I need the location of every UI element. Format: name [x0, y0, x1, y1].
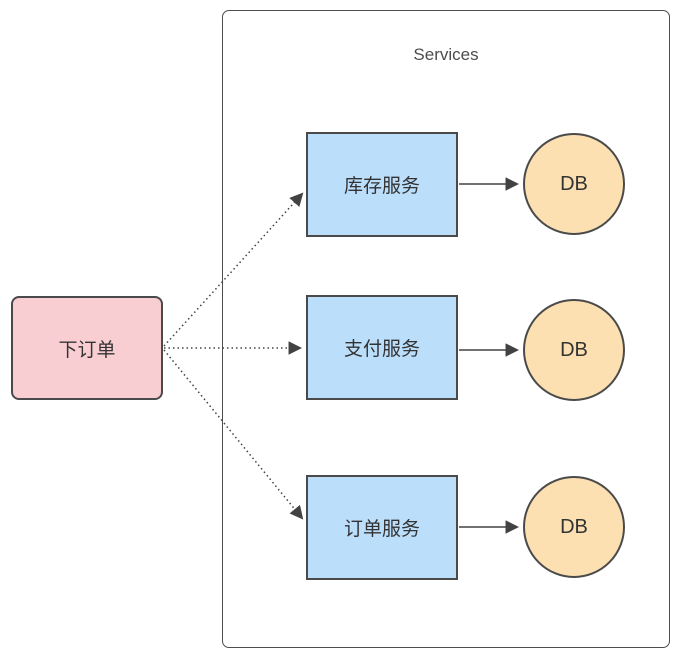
node-place-order[interactable]: 下订单 — [11, 296, 163, 400]
node-payment-service-label: 支付服务 — [343, 339, 420, 360]
node-inventory-db-label: DB — [560, 172, 588, 195]
node-inventory-db[interactable]: DB — [523, 133, 625, 235]
services-group-title: Services — [413, 45, 479, 64]
node-payment-service[interactable]: 支付服务 — [306, 295, 458, 400]
node-order-db-label: DB — [560, 515, 588, 538]
node-place-order-label: 下订单 — [58, 339, 116, 361]
node-order-service-label: 订单服务 — [343, 519, 420, 540]
node-payment-db[interactable]: DB — [523, 299, 625, 401]
node-inventory-service-label: 库存服务 — [343, 176, 420, 197]
node-payment-db-label: DB — [560, 338, 588, 361]
node-order-service[interactable]: 订单服务 — [306, 475, 458, 580]
node-inventory-service[interactable]: 库存服务 — [306, 132, 458, 237]
node-order-db[interactable]: DB — [523, 476, 625, 578]
